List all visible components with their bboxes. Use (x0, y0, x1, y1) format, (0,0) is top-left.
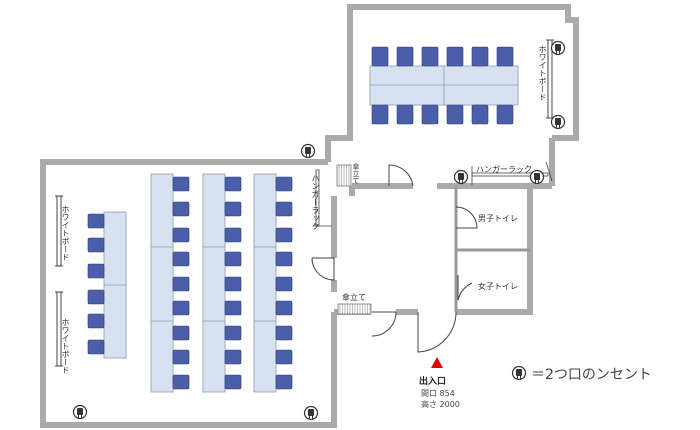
chair (275, 201, 293, 217)
whiteboard-label-2: ホワイトボード (61, 318, 70, 374)
chair (421, 46, 439, 67)
chair (224, 201, 242, 217)
whiteboard (547, 39, 553, 119)
chair (172, 201, 190, 217)
chair (87, 263, 105, 279)
hanger-rack-label-1: ハンガーラック (311, 174, 320, 230)
chair (275, 176, 293, 192)
table (150, 173, 174, 393)
chair (275, 276, 293, 292)
table (253, 173, 277, 393)
whiteboard-label-3: ホワイトボード (538, 45, 547, 101)
chair (224, 300, 242, 316)
chair (224, 176, 242, 192)
chair (172, 374, 190, 390)
chair (172, 276, 190, 292)
chair (224, 251, 242, 267)
outlet-legend-text: ＝2つ口のンセント (531, 367, 652, 383)
umbrella-stand-label-1: 傘立て (352, 163, 360, 184)
chair (87, 313, 105, 329)
chair (275, 251, 293, 267)
mens-toilet-label: 男子トイレ (478, 214, 518, 223)
walls (40, 4, 579, 428)
chair (371, 104, 389, 125)
chair (172, 349, 190, 365)
chair (446, 46, 464, 67)
chair (87, 213, 105, 229)
chair (172, 251, 190, 267)
chair (396, 104, 414, 125)
womens-toilet-label: 女子トイレ (478, 282, 518, 291)
umbrella-stand (337, 303, 372, 315)
chair (496, 46, 514, 67)
chair (172, 325, 190, 341)
table (202, 173, 226, 393)
chair (371, 46, 389, 67)
chair (446, 104, 464, 125)
entrance-width: 間口 854 (421, 389, 455, 398)
chair (224, 374, 242, 390)
doors (311, 164, 478, 353)
chair (275, 374, 293, 390)
chair (275, 349, 293, 365)
hanger-rack-label-2: ハンガーラック (476, 165, 532, 174)
chair (496, 104, 514, 125)
chair (421, 104, 439, 125)
entrance-label: 出入口 (419, 377, 447, 387)
chair (275, 300, 293, 316)
entrance-marker (431, 357, 443, 368)
chair (87, 237, 105, 253)
umbrella-stand-label-2: 傘立て (342, 293, 366, 302)
chair (224, 349, 242, 365)
chair (172, 300, 190, 316)
chair (172, 176, 190, 192)
entrance-height: 高さ 2000 (421, 400, 460, 409)
chair (275, 325, 293, 341)
chair (396, 46, 414, 67)
chair (275, 227, 293, 243)
chair (172, 227, 190, 243)
interior-walls (454, 186, 530, 312)
chair (471, 104, 489, 125)
chair (471, 46, 489, 67)
chair (87, 289, 105, 305)
whiteboard-label-1: ホワイトボード (61, 205, 70, 261)
chair (224, 276, 242, 292)
chair (87, 339, 105, 355)
chair (224, 325, 242, 341)
chair (224, 227, 242, 243)
